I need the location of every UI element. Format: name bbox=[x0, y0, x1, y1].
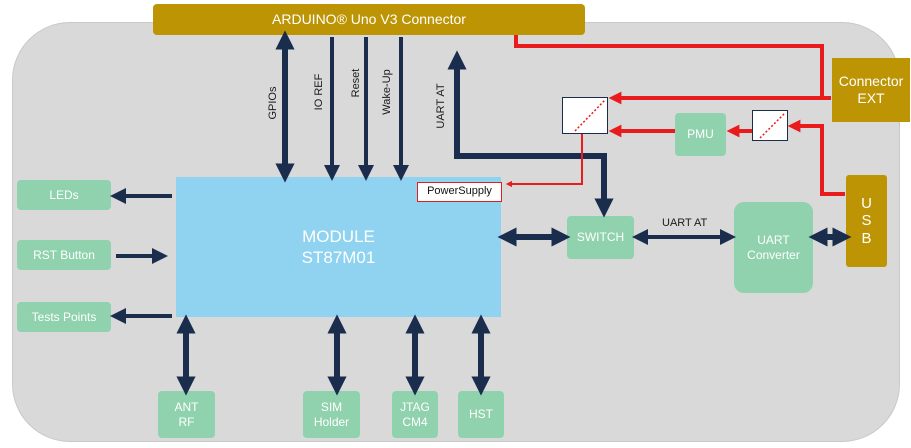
usb-letter-b: B bbox=[861, 229, 872, 247]
uart-at-vertical-label: UART AT bbox=[435, 83, 447, 129]
connector-ext: Connector EXT bbox=[832, 58, 910, 122]
gpios-label: GPIOs bbox=[267, 86, 279, 120]
rf-label: RF bbox=[178, 414, 195, 429]
rst-button-block: RST Button bbox=[17, 240, 111, 270]
usb-letter-s: S bbox=[861, 212, 872, 230]
io-ref-label: IO REF bbox=[313, 73, 325, 111]
module-part-number: ST87M01 bbox=[301, 248, 376, 267]
uart-at-path bbox=[447, 50, 614, 218]
uart-converter-line2: Converter bbox=[747, 247, 800, 262]
usb-connector: U S B bbox=[846, 175, 887, 267]
leds-label: LEDs bbox=[49, 187, 79, 202]
pmu-block: PMU bbox=[675, 113, 726, 156]
power-line-to-module bbox=[505, 134, 583, 188]
arduino-connector-label: ARDUINO® Uno V3 Connector bbox=[272, 11, 466, 28]
power-switch-right-diagonal bbox=[759, 112, 786, 139]
reset-label: Reset bbox=[350, 68, 362, 98]
jtag-cm4-block: JTAG CM4 bbox=[392, 391, 438, 438]
hst-label: HST bbox=[469, 407, 493, 422]
module-title: MODULE bbox=[302, 226, 375, 246]
connector-ext-line1: Connector bbox=[838, 73, 904, 90]
usb-letter-u: U bbox=[861, 195, 872, 213]
sim-holder-block: SIM Holder bbox=[303, 391, 360, 438]
ant-label: ANT bbox=[174, 400, 199, 415]
ant-rf-block: ANT RF bbox=[158, 391, 215, 438]
tests-points-label: Tests Points bbox=[31, 309, 97, 324]
wake-up-label: Wake-Up bbox=[381, 69, 393, 115]
switch-block: SWITCH bbox=[567, 216, 634, 259]
pmu-label: PMU bbox=[687, 127, 714, 142]
connector-ext-line2: EXT bbox=[857, 90, 885, 106]
uart-converter-block: UART Converter bbox=[734, 202, 813, 293]
jtag-label: JTAG bbox=[400, 400, 430, 415]
power-line-usb bbox=[787, 119, 845, 196]
rst-button-label: RST Button bbox=[33, 247, 95, 262]
leds-block: LEDs bbox=[17, 180, 111, 210]
sim-label: SIM bbox=[320, 400, 343, 415]
cm4-label: CM4 bbox=[402, 414, 428, 429]
power-switch-left-diagonal bbox=[574, 99, 606, 132]
hst-block: HST bbox=[458, 391, 504, 438]
tests-points-block: Tests Points bbox=[17, 302, 111, 332]
switch-label: SWITCH bbox=[576, 230, 625, 245]
uart-at-horizontal-label: UART AT bbox=[662, 217, 708, 229]
power-switch-right bbox=[752, 110, 788, 141]
holder-label: Holder bbox=[313, 414, 350, 429]
power-line-arduino bbox=[514, 35, 824, 97]
uart-converter-line1: UART bbox=[757, 233, 790, 248]
arduino-connector: ARDUINO® Uno V3 Connector bbox=[153, 4, 585, 35]
